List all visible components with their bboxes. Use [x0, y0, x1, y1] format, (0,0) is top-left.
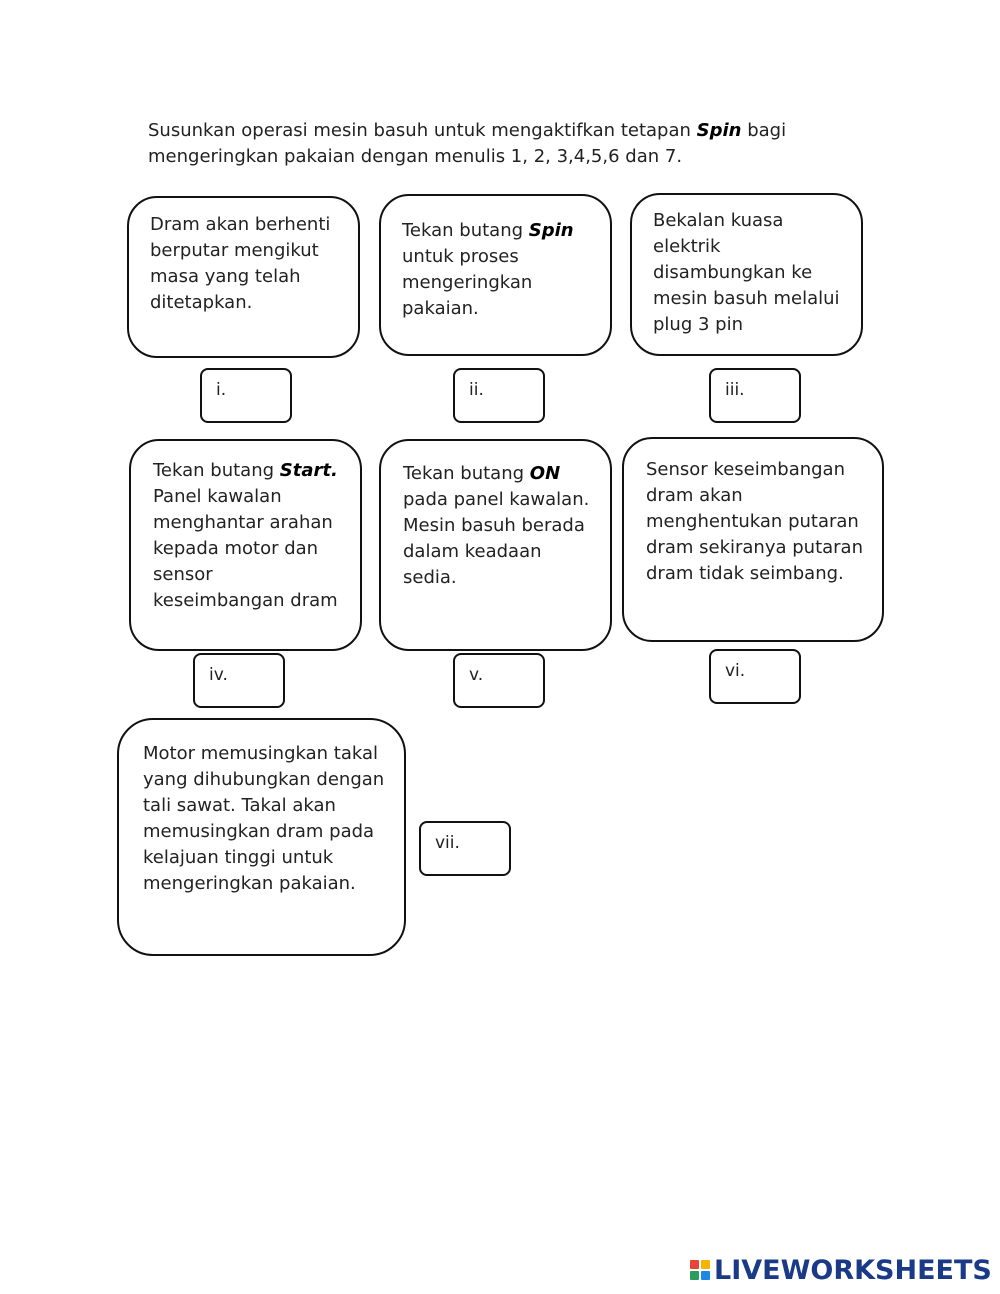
answer-box-iv[interactable]: iv. — [193, 653, 285, 708]
liveworksheets-logo: LIVEWORKSHEETS — [690, 1253, 992, 1287]
logo-square — [701, 1271, 710, 1280]
step-card-ii: Tekan butang Spin untuk proses mengering… — [379, 194, 612, 356]
liveworksheets-logo-icon — [690, 1260, 710, 1280]
instruction-text: Susunkan operasi mesin basuh untuk menga… — [148, 118, 838, 170]
answer-box-iii[interactable]: iii. — [709, 368, 801, 423]
step-card-vii: Motor memusingkan takal yang dihubungkan… — [117, 718, 406, 956]
answer-box-i[interactable]: i. — [200, 368, 292, 423]
step-card-text: Tekan butang Spin untuk proses mengering… — [402, 220, 574, 319]
step-card-iii: Bekalan kuasa elektrik disambungkan ke m… — [630, 193, 863, 356]
logo-square — [690, 1260, 699, 1269]
step-card-v: Tekan butang ON pada panel kawalan. Mesi… — [379, 439, 612, 651]
step-card-text: Bekalan kuasa elektrik disambungkan ke m… — [653, 210, 840, 335]
answer-box-v[interactable]: v. — [453, 653, 545, 708]
logo-square — [701, 1260, 710, 1269]
step-card-i: Dram akan berhenti berputar mengikut mas… — [127, 196, 360, 358]
answer-box-vi[interactable]: vi. — [709, 649, 801, 704]
step-card-iv: Tekan butang Start. Panel kawalan mengha… — [129, 439, 362, 651]
step-card-text: Sensor keseimbangan dram akan menghentuk… — [646, 459, 863, 584]
answer-box-ii[interactable]: ii. — [453, 368, 545, 423]
logo-text: LIVEWORKSHEETS — [714, 1254, 992, 1286]
step-card-text: Dram akan berhenti berputar mengikut mas… — [150, 214, 331, 313]
answer-box-vii[interactable]: vii. — [419, 821, 511, 876]
instruction-part: Susunkan operasi mesin basuh untuk menga… — [148, 120, 697, 141]
step-card-text: Tekan butang Start. Panel kawalan mengha… — [153, 460, 338, 611]
step-card-text: Tekan butang ON pada panel kawalan. Mesi… — [403, 463, 590, 588]
logo-square — [690, 1271, 699, 1280]
step-card-vi: Sensor keseimbangan dram akan menghentuk… — [622, 437, 884, 642]
instruction-part: bagi mengeringkan pakaian dengan menulis… — [148, 120, 787, 167]
step-card-text: Motor memusingkan takal yang dihubungkan… — [143, 743, 385, 894]
instruction-keyword: Spin — [696, 120, 742, 141]
